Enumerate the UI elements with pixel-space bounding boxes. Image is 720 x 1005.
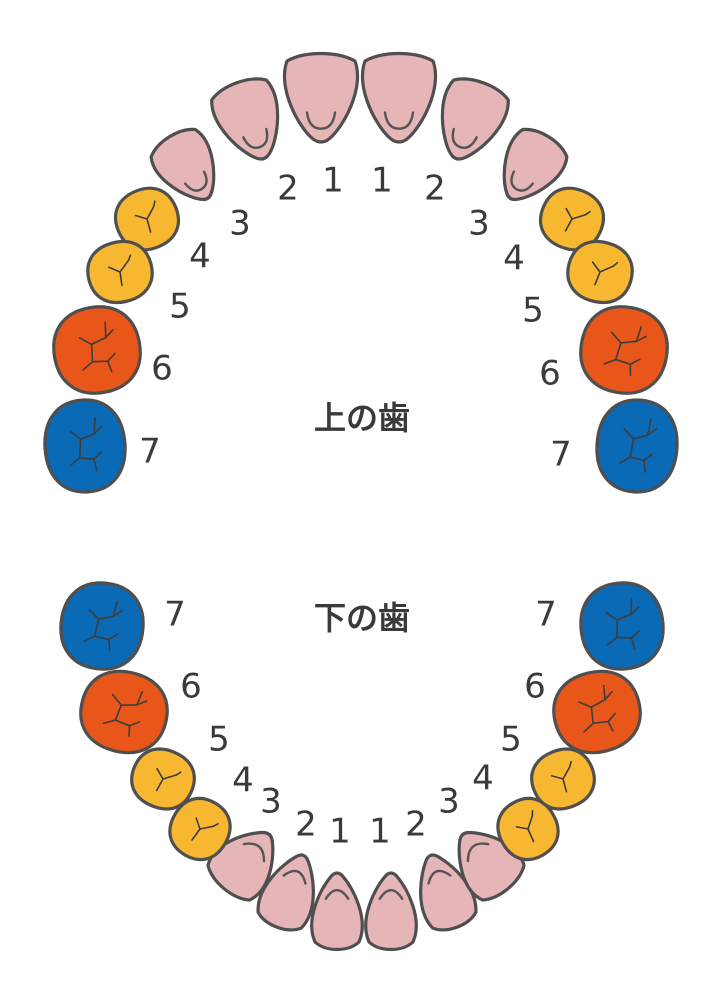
- lower-right-tooth-3-label: 3: [260, 782, 282, 822]
- upper-right-tooth-6: [52, 305, 142, 395]
- upper-left-tooth-3-crown: [502, 127, 569, 202]
- lower-left-tooth-7-label: 7: [535, 595, 557, 635]
- upper-right-tooth-6-label: 6: [151, 349, 173, 389]
- lower-right-tooth-5-label: 5: [208, 720, 230, 760]
- upper-left-tooth-2-crown: [440, 77, 510, 161]
- lower-left-tooth-2-label: 2: [405, 805, 427, 845]
- upper-left-tooth-5-label: 5: [522, 291, 544, 331]
- lower-left-tooth-6-label: 6: [524, 667, 546, 707]
- lower-right-tooth-1-label: 1: [329, 812, 351, 852]
- lower-left-tooth-7: [579, 581, 665, 671]
- lower-right-tooth-7: [59, 581, 145, 671]
- lower-right-tooth-1: [310, 871, 364, 952]
- lower-left-tooth-3-label: 3: [438, 782, 460, 822]
- lower-left-tooth-5-label: 5: [500, 720, 522, 760]
- upper-left-tooth-3-label: 3: [468, 204, 490, 244]
- upper-right-tooth-3-crown: [149, 127, 216, 202]
- lower-left-tooth-6: [552, 669, 642, 755]
- upper-right-tooth-2: [210, 77, 280, 161]
- lower-left-tooth-6-crown: [552, 669, 642, 755]
- lower-left-tooth-7-crown: [579, 581, 665, 671]
- upper-right-tooth-1-label: 1: [322, 161, 344, 201]
- lower-right-tooth-2-label: 2: [295, 805, 317, 845]
- lower-left-tooth-2: [419, 853, 478, 932]
- upper-right-tooth-7-label: 7: [139, 432, 161, 472]
- upper-left-tooth-6: [579, 305, 669, 395]
- lower-left-tooth-4-label: 4: [472, 759, 494, 799]
- upper-left-tooth-7-label: 7: [550, 435, 572, 475]
- upper-left-tooth-2-label: 2: [424, 169, 446, 209]
- upper-left-tooth-7-crown: [595, 398, 679, 494]
- lower-arch-title: 下の歯: [314, 599, 410, 637]
- upper-left-tooth-5: [566, 239, 634, 305]
- upper-right-tooth-4: [113, 186, 181, 252]
- upper-left-tooth-1-crown: [360, 51, 438, 144]
- lower-right-tooth-1-crown: [310, 871, 364, 952]
- lower-right-tooth-5: [130, 747, 196, 811]
- upper-left-tooth-6-label: 6: [539, 354, 561, 394]
- lower-left-tooth-1: [364, 871, 418, 952]
- upper-right-tooth-3: [149, 127, 216, 202]
- lower-left-tooth-5: [530, 747, 596, 811]
- upper-right-tooth-4-label: 4: [189, 237, 211, 277]
- lower-right-tooth-6-label: 6: [180, 667, 202, 707]
- upper-left-tooth-2: [440, 77, 510, 161]
- upper-left-tooth-4: [538, 186, 606, 252]
- upper-right-tooth-1-crown: [282, 51, 360, 144]
- upper-left-tooth-1-label: 1: [371, 161, 393, 201]
- upper-left-tooth-6-crown: [579, 305, 669, 395]
- lower-right-tooth-4-label: 4: [232, 761, 254, 801]
- upper-arch-title: 上の歯: [314, 399, 410, 437]
- lower-right-tooth-7-crown: [59, 581, 145, 671]
- upper-right-tooth-2-crown: [210, 77, 280, 161]
- upper-right-tooth-3-label: 3: [229, 204, 251, 244]
- upper-left-tooth-3: [502, 127, 569, 202]
- upper-right-tooth-7: [43, 398, 127, 494]
- upper-right-tooth-2-label: 2: [277, 169, 299, 209]
- lower-right-tooth-7-label: 7: [164, 595, 186, 635]
- upper-right-tooth-7-crown: [43, 398, 127, 494]
- lower-left-tooth-1-label: 1: [369, 812, 391, 852]
- upper-right-tooth-6-crown: [52, 305, 142, 395]
- lower-right-tooth-6-crown: [79, 669, 169, 755]
- upper-left-tooth-1: [360, 51, 438, 144]
- upper-right-tooth-5: [86, 239, 154, 305]
- lower-right-tooth-6: [79, 669, 169, 755]
- upper-left-tooth-7: [595, 398, 679, 494]
- lower-left-tooth-1-crown: [364, 871, 418, 952]
- upper-right-tooth-5-label: 5: [169, 287, 191, 327]
- upper-right-tooth-1: [282, 51, 360, 144]
- upper-left-tooth-4-label: 4: [503, 239, 525, 279]
